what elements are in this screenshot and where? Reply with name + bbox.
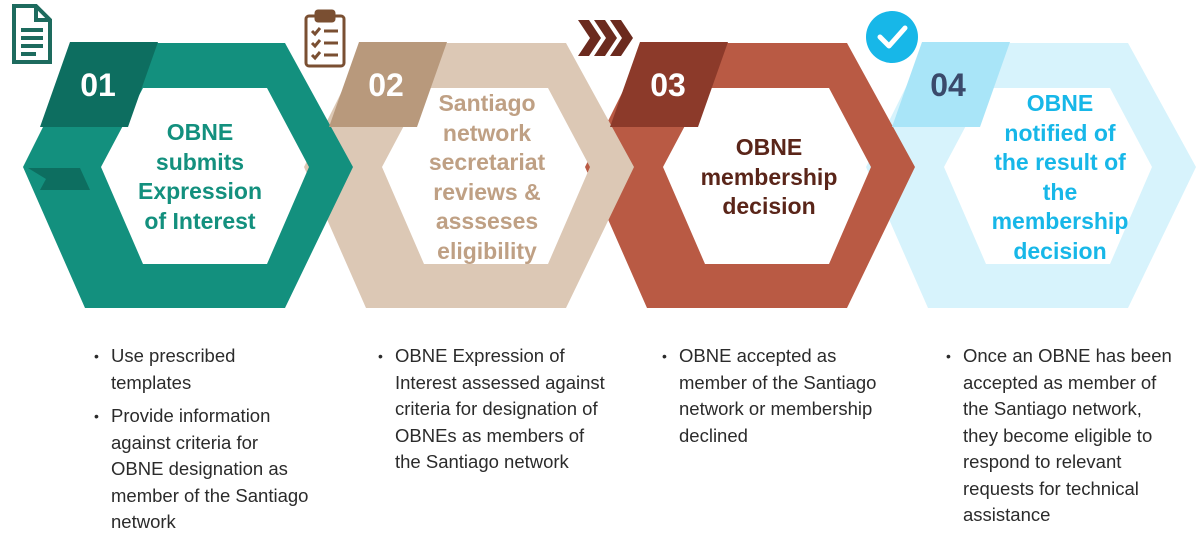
step-1-ribbon <box>28 168 90 190</box>
step-4-bullets: Once an OBNE has been accepted as member… <box>946 343 1174 536</box>
step-2-number-tab <box>329 42 447 127</box>
step-1-number-tab <box>40 42 158 127</box>
clipboard-checklist-icon <box>304 9 346 68</box>
list-item: OBNE accepted as member of the Santiago … <box>662 343 884 449</box>
step-2-bullets: OBNE Expression of Interest assessed aga… <box>378 343 606 483</box>
checkmark-circle-icon <box>866 11 918 63</box>
step-1-bullets: Use prescribed templates Provide informa… <box>94 343 309 543</box>
step-4-number: 04 <box>930 67 966 103</box>
list-item: Use prescribed templates <box>94 343 309 396</box>
step-3-title: OBNE membership decision <box>700 134 838 219</box>
document-icon <box>12 4 52 64</box>
step-3-number-tab <box>610 42 728 127</box>
step-4-number-tab <box>892 42 1010 127</box>
step-3-bullets: OBNE accepted as member of the Santiago … <box>662 343 884 456</box>
step-3-number: 03 <box>650 67 686 103</box>
step-2-number: 02 <box>368 67 404 103</box>
step-4-title: OBNE notified of the result of the membe… <box>991 90 1129 264</box>
list-item: Provide information against criteria for… <box>94 403 309 536</box>
step-1-title: OBNE submits Expression of Interest <box>138 119 262 234</box>
step-2-title: Santiago network secretariat reviews & a… <box>428 90 546 264</box>
step-1-number: 01 <box>80 67 116 103</box>
list-item: OBNE Expression of Interest assessed aga… <box>378 343 606 476</box>
chevrons-right-icon <box>578 20 633 56</box>
list-item: Once an OBNE has been accepted as member… <box>946 343 1174 529</box>
